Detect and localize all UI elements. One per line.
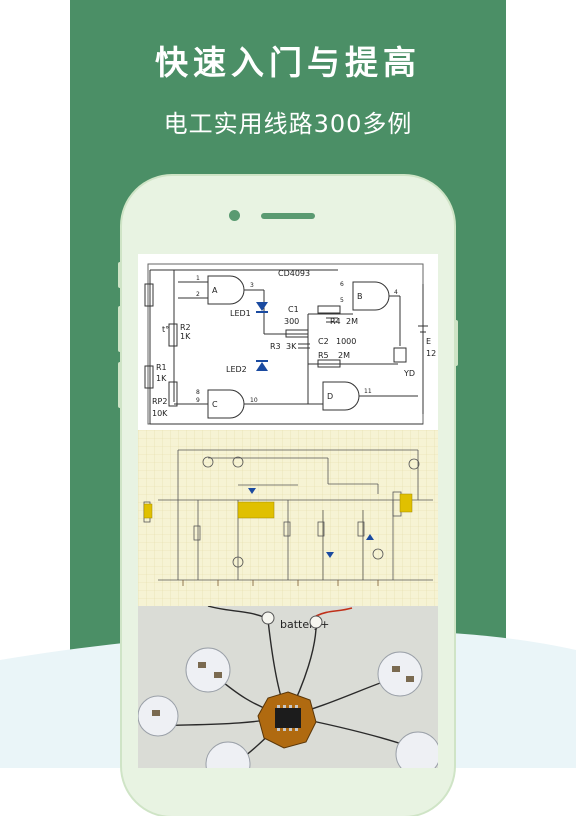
c2-label: C2 — [318, 337, 329, 346]
r2-value: 1K — [180, 332, 191, 341]
r4-value: 2M — [346, 317, 358, 326]
pin-label: 3 — [250, 282, 254, 289]
rp2-value: 10K — [152, 409, 168, 418]
buzzer-label: YD — [403, 369, 415, 378]
phone-side-button — [118, 362, 122, 408]
promo-subheadline: 电工实用线路300多例 — [163, 110, 413, 138]
circuit-photo-panel[interactable]: battery+ — [138, 605, 438, 768]
thermistor-label: t° — [162, 325, 169, 334]
phone-side-button — [454, 320, 458, 366]
phone-screen: CD4093 A B C D LED1 LED2 C1 300 C2 1000 … — [138, 254, 438, 768]
r3-label: R3 — [270, 342, 281, 351]
c1-label: C1 — [288, 305, 299, 314]
background-left — [0, 0, 70, 768]
chip-board — [257, 691, 317, 749]
c1-value: 300 — [284, 317, 299, 326]
led2-label: LED2 — [226, 365, 247, 374]
gate-b-label: B — [357, 292, 363, 301]
chip-label: CD4093 — [278, 269, 310, 278]
pin-label: 11 — [364, 388, 372, 395]
battery-value: 12 — [426, 349, 436, 358]
gate-d-label: D — [327, 392, 333, 401]
r1-label: R1 — [156, 363, 167, 372]
gate-c-label: C — [212, 400, 218, 409]
camera-icon — [229, 210, 240, 221]
r5-value: 2M — [338, 351, 350, 360]
promo-headline: 快速入门与提高 — [155, 43, 421, 82]
rp2-label: RP2 — [152, 397, 167, 406]
led1-label: LED1 — [230, 309, 251, 318]
phone-side-button — [118, 306, 122, 352]
pin-label: 6 — [340, 281, 344, 288]
schematic-panel-middle[interactable] — [138, 430, 438, 606]
pin-label: 10 — [250, 397, 258, 404]
r2-label: R2 — [180, 323, 191, 332]
schematic-cd4093: CD4093 A B C D LED1 LED2 C1 300 C2 1000 … — [144, 263, 436, 425]
pin-label: 5 — [340, 297, 344, 304]
phone-side-button — [118, 262, 122, 288]
pin-label: 2 — [196, 291, 200, 298]
speaker-icon — [261, 213, 315, 219]
schematic-panel-top[interactable]: CD4093 A B C D LED1 LED2 C1 300 C2 1000 … — [138, 254, 438, 430]
pin-label: 1 — [196, 275, 200, 282]
r3-value: 3K — [286, 342, 297, 351]
c2-value: 1000 — [336, 337, 356, 346]
schematic-grid — [138, 430, 438, 606]
pin-label: 4 — [394, 289, 398, 296]
r1-value: 1K — [156, 374, 167, 383]
circuit-photo: battery+ — [138, 605, 438, 768]
pin-label: 8 — [196, 389, 200, 396]
battery-label: E — [426, 337, 431, 346]
gate-a-label: A — [212, 286, 218, 295]
r4-label: R4 — [330, 317, 341, 326]
r5-label: R5 — [318, 351, 329, 360]
pin-label: 9 — [196, 397, 200, 404]
